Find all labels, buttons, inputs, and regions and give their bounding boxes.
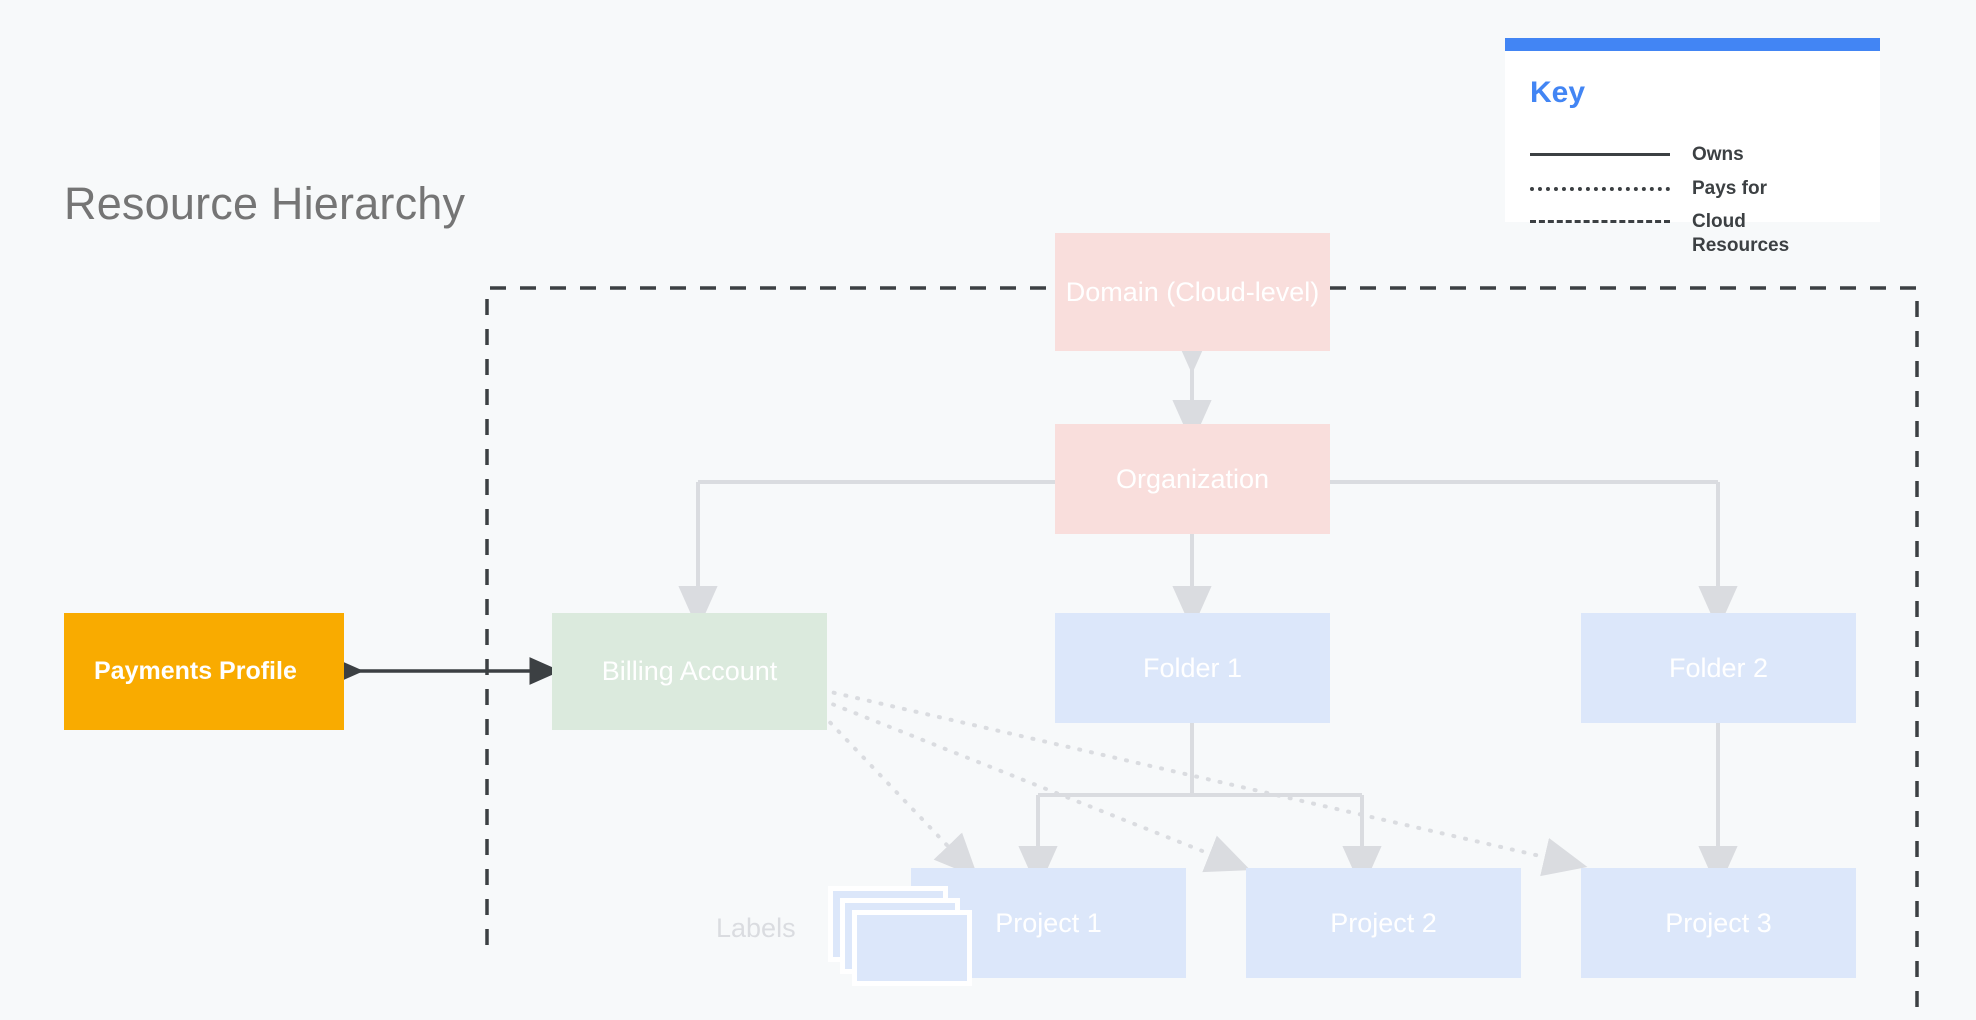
node-payments-profile[interactable]: Payments Profile [64, 613, 344, 730]
key-row-cloud-resources: Cloud Resources [1530, 210, 1860, 258]
node-project-3-label: Project 3 [1665, 907, 1772, 938]
node-folder-2[interactable]: Folder 2 [1581, 613, 1856, 723]
dotted-line-icon [1530, 177, 1670, 199]
node-project-1-label: Project 1 [995, 907, 1102, 938]
key-row-owns: Owns [1530, 143, 1860, 167]
key-label-pays-for: Pays for [1692, 178, 1767, 199]
solid-line-icon [1530, 143, 1670, 165]
key-title: Key [1530, 76, 1586, 109]
key-label-cloud-resources: Cloud Resources [1692, 211, 1790, 256]
node-organization[interactable]: Organization [1055, 424, 1330, 534]
node-domain[interactable]: Domain (Cloud-level) [1055, 233, 1330, 351]
node-organization-label: Organization [1115, 463, 1270, 494]
key-label-owns: Owns [1692, 144, 1744, 165]
labels-caption: Labels [716, 913, 796, 943]
key-accent-bar [1505, 38, 1880, 51]
node-project-2-label: Project 2 [1330, 907, 1437, 938]
edge-folder1-projects [1018, 723, 1382, 890]
node-folder-2-label: Folder 2 [1668, 652, 1769, 683]
node-folder-1-label: Folder 1 [1142, 652, 1243, 683]
node-domain-label: Domain (Cloud-level) [1065, 276, 1320, 307]
key-panel: Key Owns Pays for Cloud Resources [1505, 38, 1880, 256]
node-project-3[interactable]: Project 3 [1581, 868, 1856, 978]
page-title: Resource Hierarchy [64, 178, 466, 229]
node-billing-account-label: Billing Account [601, 656, 778, 686]
node-billing-account[interactable]: Billing Account [552, 613, 827, 730]
node-folder-1[interactable]: Folder 1 [1055, 613, 1330, 723]
label-card-front [852, 910, 972, 986]
dashed-line-icon [1530, 210, 1670, 232]
node-project-2[interactable]: Project 2 [1246, 868, 1521, 978]
node-payments-profile-label: Payments Profile [94, 657, 297, 685]
key-row-pays-for: Pays for [1530, 177, 1860, 201]
